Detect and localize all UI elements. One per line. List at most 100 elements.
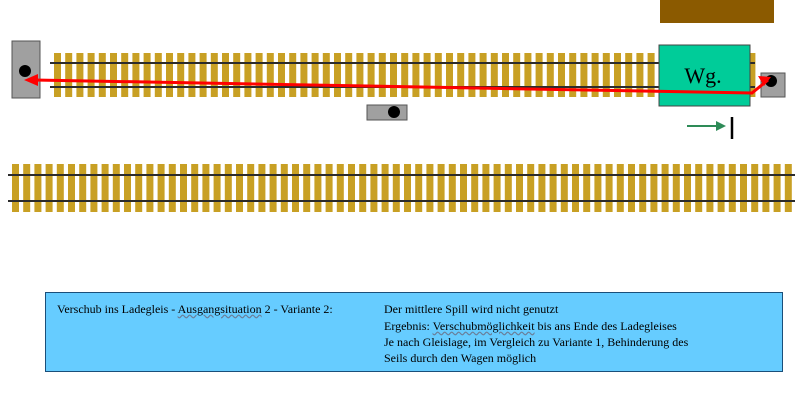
track-sleeper (572, 164, 579, 212)
caption-heading-part2: Ausgangsituation (177, 302, 262, 316)
track-sleeper (415, 164, 423, 212)
track-sleeper (614, 53, 621, 97)
track-sleeper (300, 53, 308, 97)
track-sleeper (378, 53, 386, 97)
track-sleeper (762, 164, 770, 212)
left-spill-drum (19, 65, 31, 77)
rope-arrowhead-right-icon (758, 76, 771, 86)
track-sleeper (191, 164, 199, 212)
track-sleeper (143, 53, 151, 97)
caption-line-2-part1: Ergebnis: (384, 319, 433, 333)
movement-indicator (687, 117, 734, 139)
track-sleeper (392, 164, 400, 212)
track-sleeper (594, 164, 602, 212)
track-sleeper (348, 164, 355, 212)
track-sleeper (266, 53, 274, 97)
track-sleeper (524, 53, 532, 97)
track-sleeper (535, 53, 543, 97)
track-sleeper (471, 164, 479, 212)
track-sleeper (325, 164, 333, 212)
track-sleeper (87, 53, 95, 97)
track-sleeper (546, 53, 554, 97)
wagon-body (658, 44, 751, 107)
track-sleeper (132, 53, 140, 97)
track-sleeper (661, 164, 669, 212)
track-sleeper (695, 164, 703, 212)
track-sleeper (684, 164, 691, 212)
track-sleeper (580, 53, 588, 97)
track-sleeper (269, 164, 277, 212)
track-sleeper (426, 164, 434, 212)
track-sleeper (303, 164, 311, 212)
track-sleeper (605, 164, 613, 212)
track-sleeper (381, 164, 389, 212)
track-sleeper (625, 53, 633, 97)
track-sleeper (583, 164, 591, 212)
track-sleeper (773, 164, 781, 212)
track-sleeper (90, 164, 98, 212)
track-sleeper (504, 164, 512, 212)
middle-spill-block (366, 104, 408, 121)
track-sleeper (482, 164, 490, 212)
track-sleeper (311, 53, 319, 97)
track-sleeper (591, 53, 599, 97)
wagon: Wg. (658, 44, 751, 107)
track-sleeper (672, 164, 680, 212)
caption-heading-part3: 2 - Variante 2: (261, 302, 333, 316)
track-sleeper (628, 164, 635, 212)
track-sleeper (490, 53, 498, 97)
track-sleeper (345, 53, 353, 97)
track-sleeper (513, 53, 521, 97)
track-sleeper (412, 53, 420, 97)
track-sleeper (101, 164, 109, 212)
track-sleeper (401, 53, 409, 97)
track-sleeper (236, 164, 243, 212)
track-sleeper (213, 164, 221, 212)
track-sleeper (538, 164, 546, 212)
track-sleeper (356, 53, 364, 97)
track-sleeper (224, 164, 232, 212)
track-sleeper (68, 164, 75, 212)
track-sleeper (188, 53, 196, 97)
track-sleeper (706, 164, 714, 212)
track-sleeper (322, 53, 330, 97)
track-sleeper (560, 164, 568, 212)
movement-arrow-head-icon (716, 121, 726, 131)
track-sleeper (569, 53, 577, 97)
track-sleeper (334, 53, 341, 97)
track-sleeper (446, 53, 453, 97)
track-sleeper (157, 164, 165, 212)
track-sleeper (437, 164, 445, 212)
track-sleeper (457, 53, 465, 97)
track-sleeper (717, 164, 725, 212)
track-sleeper (222, 53, 229, 97)
caption-heading-part1: Verschub ins Ladegleis - (57, 302, 178, 316)
track-sleeper (255, 53, 263, 97)
track-sleeper (23, 164, 31, 212)
track-sleeper (502, 53, 509, 97)
track-sleeper (549, 164, 557, 212)
track-sleeper (751, 164, 759, 212)
wagon-label: Wg. (684, 63, 721, 88)
track-sleeper (247, 164, 255, 212)
left-spill (11, 40, 41, 99)
track-sleeper (210, 53, 218, 97)
track-sleeper (45, 164, 53, 212)
track-sleeper (527, 164, 535, 212)
track-sleeper (602, 53, 610, 97)
track-sleeper (34, 164, 42, 212)
track-sleeper (370, 164, 378, 212)
track-sleeper (390, 53, 397, 97)
track-sleeper (748, 53, 756, 97)
track-sleeper (460, 164, 467, 212)
building-block (660, 0, 774, 23)
track-sleeper (367, 53, 375, 97)
track-sleeper (280, 164, 288, 212)
track-sleeper (110, 53, 117, 97)
track-sleeper (146, 164, 154, 212)
caption-line-2: Ergebnis: Verschubmöglichkeit bis ans En… (384, 319, 677, 334)
track-sleeper (121, 53, 129, 97)
track-sleeper (65, 53, 73, 97)
track-sleeper (98, 53, 106, 97)
